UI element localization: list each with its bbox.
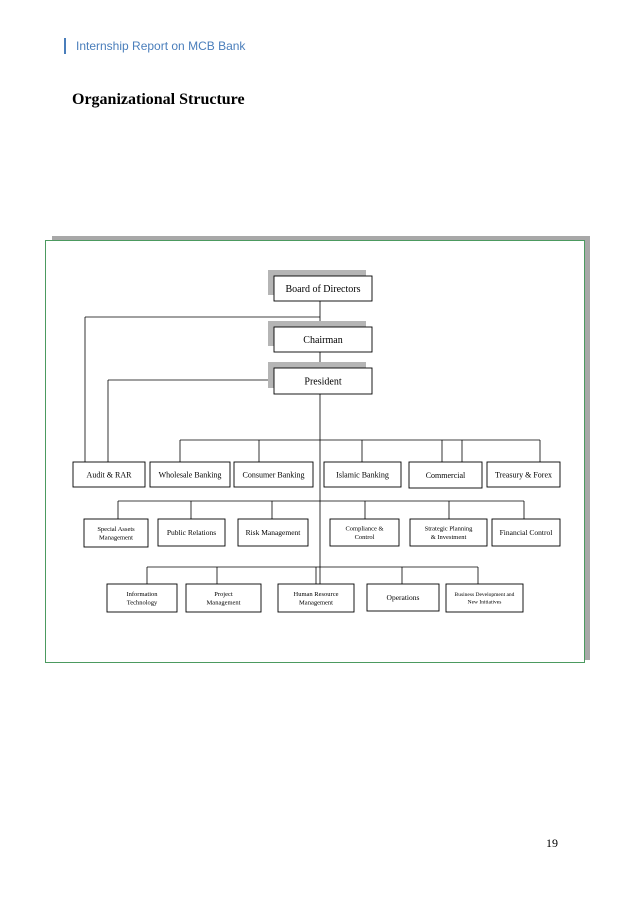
page-number: 19	[546, 836, 558, 850]
header-accent-bar	[64, 38, 66, 54]
board-of-directors-label: Board of Directors	[286, 284, 361, 295]
strategic-planning-investment-label: Strategic Planning	[425, 526, 474, 533]
audit-rar-label: Audit & RAR	[87, 470, 133, 479]
risk-management-box	[237, 518, 309, 547]
business-development-and-new-initiatives-label: New Initiatives	[468, 600, 502, 606]
chairman-label: Chairman	[303, 335, 342, 346]
wholesale-banking-label: Wholesale Banking	[159, 470, 222, 479]
public-relations-box	[157, 518, 226, 547]
project-management-box	[185, 583, 262, 613]
compliance-control-box	[329, 518, 400, 547]
consumer-banking-label: Consumer Banking	[243, 470, 305, 479]
project-management-label: Project	[214, 591, 233, 598]
information-technology-label: Technology	[127, 600, 158, 607]
header-title: Internship Report on MCB Bank	[76, 39, 246, 53]
business-development-and-new-initiatives-box	[445, 583, 524, 613]
compliance-control-label: Control	[355, 534, 375, 541]
strategic-planning-investment-label: & Investment	[431, 534, 467, 541]
treasury-forex-label: Treasury & Forex	[495, 470, 552, 479]
operations-box	[366, 583, 440, 612]
financial-control-box	[491, 518, 561, 547]
project-management-label: Management	[207, 600, 241, 607]
operations-label: Operations	[387, 593, 420, 602]
strategic-planning-investment-box	[409, 518, 488, 547]
risk-management-label: Risk Management	[246, 528, 302, 537]
islamic-banking-label: Islamic Banking	[336, 470, 389, 479]
compliance-control-label: Compliance &	[345, 526, 383, 533]
president-label: President	[304, 377, 341, 388]
chairman-box	[273, 326, 373, 353]
islamic-banking-box	[323, 461, 402, 488]
business-development-and-new-initiatives-label: Business Development and	[455, 592, 515, 598]
board-of-directors-box	[273, 275, 373, 302]
commercial-box	[408, 461, 483, 489]
page-title: Organizational Structure	[72, 91, 245, 108]
chart-shadow-right	[585, 236, 590, 660]
information-technology-label: Information	[126, 591, 158, 598]
financial-control-label: Financial Control	[500, 528, 553, 537]
audit-rar-box	[72, 461, 146, 488]
consumer-banking-box	[233, 461, 314, 488]
human-resource-management-label: Human Resource	[294, 591, 339, 598]
special-assets-management-label: Management	[99, 535, 133, 542]
wholesale-banking-box	[149, 461, 231, 488]
special-assets-management-label: Special Assets	[97, 526, 135, 533]
commercial-label: Commercial	[426, 471, 466, 480]
treasury-forex-box	[486, 461, 561, 488]
information-technology-box	[106, 583, 178, 613]
chart-shadow-top	[52, 236, 590, 241]
special-assets-management-box	[83, 518, 149, 548]
president-box	[273, 367, 373, 395]
human-resource-management-box	[277, 583, 355, 613]
public-relations-label: Public Relations	[167, 528, 216, 537]
human-resource-management-label: Management	[299, 600, 333, 607]
